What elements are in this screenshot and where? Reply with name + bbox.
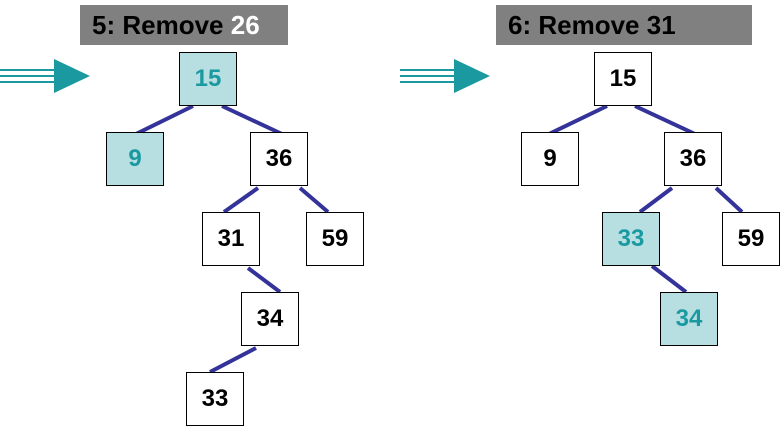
edge-33-34 xyxy=(650,264,688,294)
edge-36-31 xyxy=(222,186,260,214)
tree-node: 36 xyxy=(250,132,308,186)
edge-36-59 xyxy=(714,186,744,214)
tree-node: 15 xyxy=(594,52,652,106)
edge-34-33 xyxy=(209,346,257,374)
tree-edges xyxy=(135,104,330,374)
tree-node: 33 xyxy=(186,372,244,426)
tree-node: 33 xyxy=(602,212,660,266)
tree-node: 31 xyxy=(202,212,260,266)
edge-15-36 xyxy=(634,104,696,136)
arrow-right-icon xyxy=(400,59,490,93)
edge-31-34 xyxy=(246,266,282,294)
edge-36-33 xyxy=(638,186,674,214)
tree-node: 9 xyxy=(521,132,579,186)
step-5-panel: 5: Remove 26 15 9 36 31 59 34 33 xyxy=(0,5,364,426)
step-title-value: 31 xyxy=(646,10,676,40)
step-6-panel: 6: Remove 31 15 9 36 33 59 34 xyxy=(392,0,784,433)
tree-node: 34 xyxy=(660,292,718,346)
tree-node: 9 xyxy=(106,132,164,186)
step-title: 6: Remove 31 xyxy=(496,5,752,45)
tree-node: 36 xyxy=(664,132,722,186)
edge-36-59 xyxy=(298,186,330,214)
tree-node: 59 xyxy=(722,212,780,266)
edge-15-9 xyxy=(548,104,608,136)
step-title: 5: Remove 26 xyxy=(80,5,288,45)
step-title-prefix: 6: Remove xyxy=(508,10,647,40)
tree-node: 34 xyxy=(241,292,299,346)
edge-15-9 xyxy=(135,104,194,136)
tree-node: 15 xyxy=(179,52,237,106)
tree-node: 59 xyxy=(306,212,364,266)
step-title-prefix: 5: Remove xyxy=(92,10,231,40)
tree-edges xyxy=(548,104,744,294)
step-title-value: 26 xyxy=(230,10,260,40)
edge-15-36 xyxy=(221,104,283,136)
arrow-right-icon xyxy=(0,59,90,93)
